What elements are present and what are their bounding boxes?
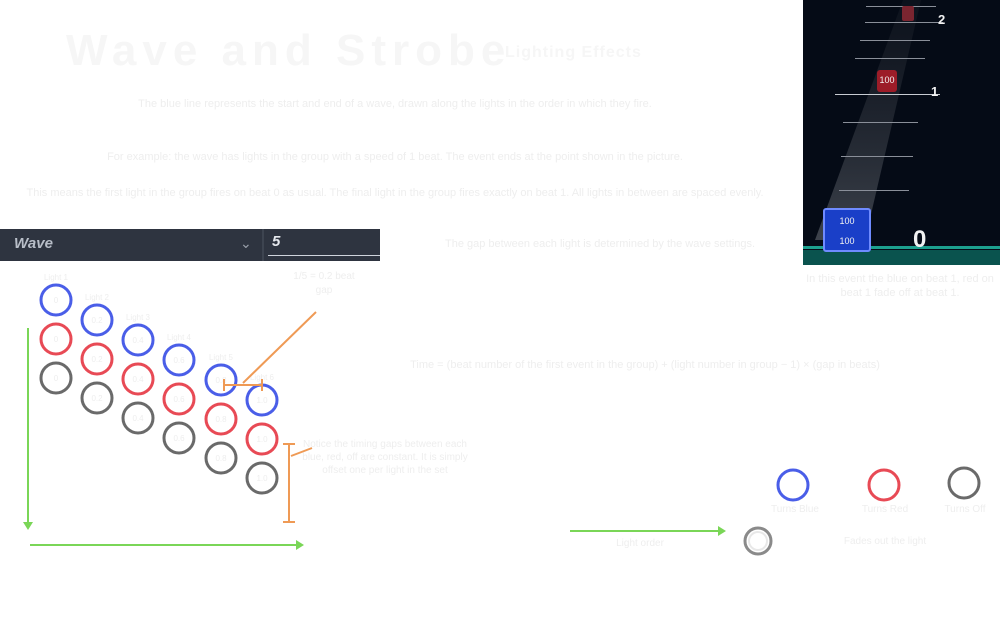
light-4-state-1-circle [162,343,196,377]
light-3-state-3-circle [121,401,155,435]
legend-blue-circle [776,468,810,502]
light-6-state-2-circle [245,422,279,456]
time-label: 0.6 [173,434,185,443]
note-block-red-far [902,6,914,21]
gap-note-text: The gap between each light is determined… [444,238,756,250]
chevron-down-icon[interactable]: ⌄ [240,235,252,251]
light-1-state-3-circle [39,361,73,395]
light-3-state-1-circle [121,323,155,357]
light-1-state-1-circle [39,283,73,317]
light-label-4: Light 4 [167,333,192,342]
horizontal-arrow-head [296,540,304,550]
wave-timing-diagram: Light 1 0 0 0 Light 2 0.2 0.2 0.2 Light 3 0.4 0.4 0… [23,273,317,550]
page-subtitle: Lighting Effects [505,44,642,61]
light-5-state-1-circle [204,363,238,397]
time-label: 0.6 [173,395,185,404]
legend-graphic [570,466,981,556]
explanation-text: This means the first light in the group … [26,187,764,199]
time-label: 0.6 [173,356,185,365]
light-4-state-2-circle [162,382,196,416]
page-title: Wave and Strobe [66,26,512,75]
game-track-graphic [803,0,1000,265]
timing-pointer-line [290,447,313,457]
legend-fade-circle [743,526,773,556]
light-4-state-3-circle [162,421,196,455]
time-label: 1.0 [256,396,268,405]
vertical-arrow-head [23,522,33,530]
legend-off-circle [947,466,981,500]
light-label-1: Light 1 [44,273,69,282]
light-3-state-2-circle [121,362,155,396]
beat-number-0: 0 [913,226,927,253]
light-2-state-2-circle [80,342,114,376]
beat-number-2: 2 [938,12,946,27]
time-label: 1.0 [256,474,268,483]
note-block-blue: 100 100 [823,208,871,252]
wave-control: Wave ⌄ 5 [0,229,380,261]
time-label: 0 [54,335,59,344]
time-label: 0.2 [91,355,103,364]
light-6-state-3-circle [245,461,279,495]
light-label-6: Light 6 [250,373,275,382]
light-1-state-2-circle [39,322,73,356]
time-label: 0.8 [215,454,227,463]
legend-label-off: Turns Off [944,504,986,515]
game-preview: 100 100 100 2 1 0 [803,0,1000,265]
example-text: For example: the wave has lights in the … [107,151,683,163]
legend-label-order: Light order [616,538,664,549]
light-label-5: Light 5 [209,353,234,362]
light-5-state-2-circle [204,402,238,436]
wave-dropdown-label[interactable]: Wave [14,235,53,252]
time-label: 0 [54,296,59,305]
time-label: 0.2 [91,316,103,325]
time-label: 0.4 [132,414,144,423]
legend-label-red: Turns Red [861,504,909,515]
time-label: 0.8 [215,415,227,424]
legend-arrow-head [718,526,726,536]
time-label: 0.8 [215,376,227,385]
gap-annotation: 1/5 = 0.2 beat gap [293,271,355,296]
time-label: 0.4 [132,336,144,345]
legend-label-fade: Fades out the light [843,536,927,547]
time-label: 0.4 [132,375,144,384]
light-label-3: Light 3 [126,313,151,322]
game-caption: In this event the blue on beat 1, red on… [806,273,994,299]
beat-number-1: 1 [931,84,939,99]
light-5-state-3-circle [204,441,238,475]
note-block-red: 100 [877,70,897,92]
wave-divider [262,229,264,261]
time-label: 0 [54,374,59,383]
wave-value-input[interactable]: 5 [268,233,380,256]
intro-text: The blue line represents the start and e… [138,98,652,110]
time-label: 0.2 [91,394,103,403]
legend-label-blue: Turns Blue [771,504,819,515]
legend-red-circle [867,468,901,502]
formula-text: Time = (beat number of the first event i… [410,359,880,371]
gap-pointer-line [242,311,317,384]
light-2-state-3-circle [80,381,114,415]
light-2-state-1-circle [80,303,114,337]
time-label: 1.0 [256,435,268,444]
timing-annotation: Notice the timing gaps between each blue… [302,439,468,476]
light-label-2: Light 2 [85,293,110,302]
